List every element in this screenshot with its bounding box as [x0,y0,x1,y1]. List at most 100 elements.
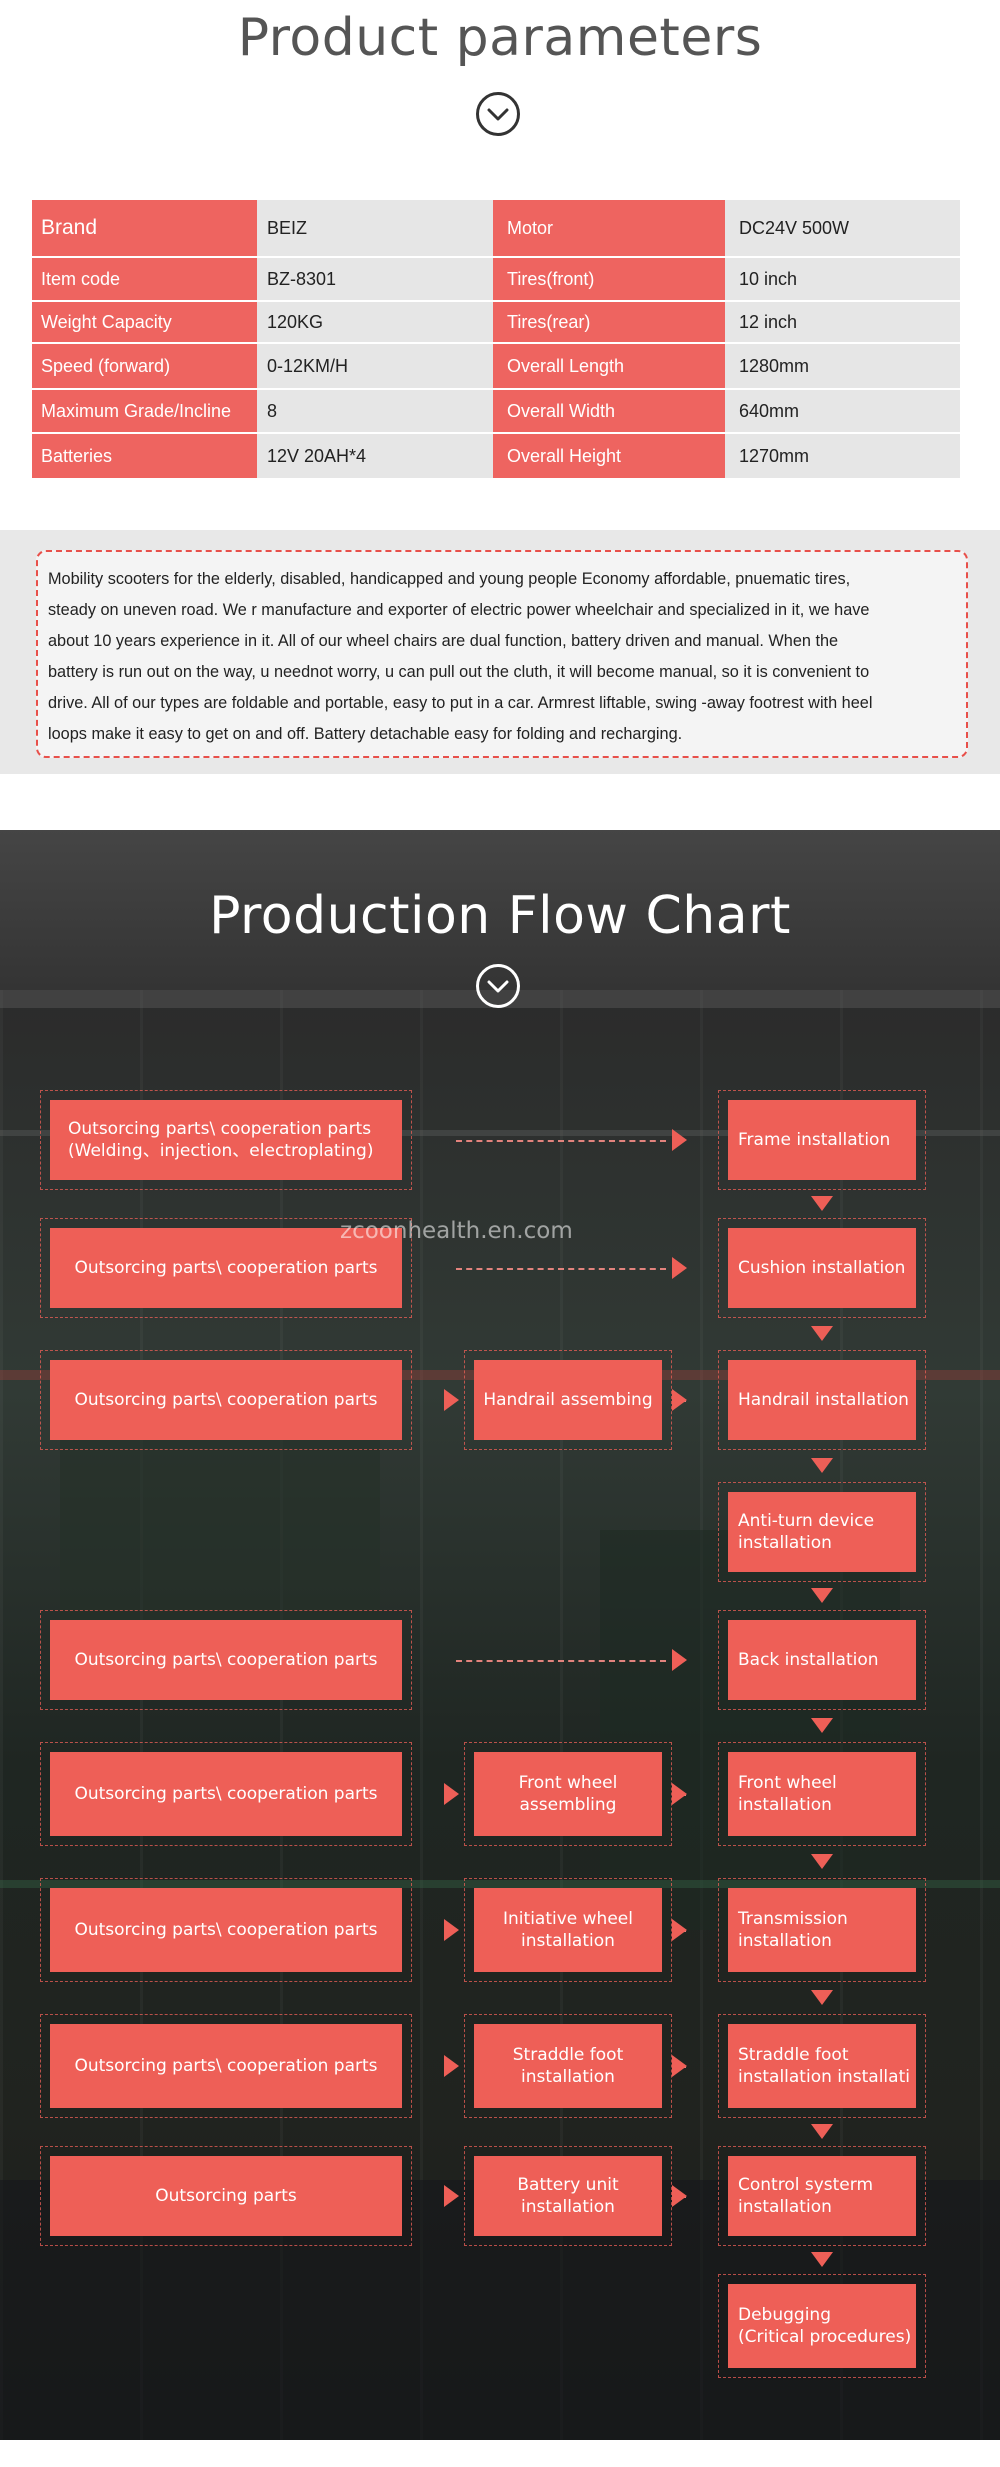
flow-arrow-down [811,2124,833,2139]
flow-step-target-frame [718,1742,926,1846]
description-line: battery is run out on the way, u neednot… [48,663,870,681]
flow-arrow-right [444,2185,459,2207]
watermark: zcoonhealth.en.com [340,1218,573,1244]
flow-step-source: Outsorcing parts\ cooperation parts [50,1228,402,1308]
flow-step-source-frame [40,1090,412,1190]
param-label: Tires(front) [493,258,725,300]
flow-arrow-down [811,1718,833,1733]
flow-arrow-right [672,1257,687,1279]
flow-step-middle-frame [464,2146,672,2246]
flow-arrow-right [444,1783,459,1805]
flow-arrow-right [672,1649,687,1671]
flow-step-source: Outsorcing parts\ cooperation parts [50,1888,402,1972]
param-value: 1270mm [725,434,960,478]
flow-step-source: Outsorcing parts\ cooperation parts [50,1620,402,1700]
flow-step-source-frame [40,1218,412,1318]
flow-step-target: Cushion installation [728,1228,916,1308]
param-label: Overall Length [493,344,725,388]
flow-arrow-down [811,1990,833,2005]
flow-step-target-frame [718,2274,926,2378]
param-label: Speed (forward) [32,344,257,388]
flow-step-middle-frame [464,1742,672,1846]
flow-step-target-frame [718,1878,926,1982]
flow-step-target: Straddle foot installation installati [728,2024,916,2108]
param-label: Motor [493,200,725,256]
flow-step-source-frame [40,1350,412,1450]
param-label: Brand [32,200,257,256]
param-label: Weight Capacity [32,302,257,342]
flow-step-source: Outsorcing parts\ cooperation parts [50,1360,402,1440]
flow-step-target-frame [718,2146,926,2246]
description-line: loops make it easy to get on and off. Ba… [48,725,683,743]
flow-step-source-frame [40,1878,412,1982]
flow-step-source-frame [40,2014,412,2118]
flow-step-middle: Battery unit installation [474,2156,662,2236]
param-value: 120KG [257,302,493,342]
flow-step-target: Control systerm installation [728,2156,916,2236]
flow-step-middle: Initiative wheel installation [474,1888,662,1972]
flow-step-middle: Front wheel assembling [474,1752,662,1836]
flow-connector [456,1140,666,1142]
flow-step-target-frame [718,1482,926,1582]
flow-arrow-right [672,1783,687,1805]
flow-arrow-right [672,1129,687,1151]
flow-step-middle: Straddle foot installation [474,2024,662,2108]
param-label: Batteries [32,434,257,478]
param-value: 10 inch [725,258,960,300]
param-value: 8 [257,390,493,432]
param-label: Overall Height [493,434,725,478]
flow-arrow-down [811,1854,833,1869]
param-value: 12 inch [725,302,960,342]
flow-step-target: Front wheel installation [728,1752,916,1836]
flow-connector [456,1268,666,1270]
param-label: Overall Width [493,390,725,432]
flow-step-middle: Handrail assembing [474,1360,662,1440]
description-line: about 10 years experience in it. All of … [48,632,839,650]
description-line: Mobility scooters for the elderly, disab… [48,570,851,588]
param-value: 640mm [725,390,960,432]
description-box: Mobility scooters for the elderly, disab… [36,550,968,758]
flow-arrow-down [811,1196,833,1211]
flow-step-target-frame [718,1218,926,1318]
param-value: BZ-8301 [257,258,493,300]
param-value: 1280mm [725,344,960,388]
flow-step-source: Outsorcing parts\ cooperation parts [50,2024,402,2108]
chevron-down-icon[interactable] [476,92,520,136]
flow-arrow-right [672,2185,687,2207]
flow-arrow-right [672,1389,687,1411]
flow-arrow-down [811,1326,833,1341]
flow-step-source: Outsorcing parts [50,2156,402,2236]
description-line: steady on uneven road. We r manufacture … [48,601,870,619]
flow-step-target: Frame installation [728,1100,916,1180]
param-label: Item code [32,258,257,300]
param-value: BEIZ [257,200,493,256]
flow-arrow-down [811,2252,833,2267]
flow-arrow-down [811,1458,833,1473]
param-value: 0-12KM/H [257,344,493,388]
flow-arrow-right [444,1919,459,1941]
chevron-down-icon[interactable] [476,964,520,1008]
flow-step-target-frame [718,1090,926,1190]
params-title: Product parameters [237,8,763,68]
description-line: drive. All of our types are foldable and… [48,694,873,712]
flow-connector [456,1660,666,1662]
param-label: Maximum Grade/Incline [32,390,257,432]
flow-arrow-right [444,1389,459,1411]
flow-arrow-right [444,2055,459,2077]
flow-step-target-frame [718,1610,926,1710]
flow-step-source-frame [40,1742,412,1846]
flow-step-target: Transmission installation [728,1888,916,1972]
flow-title: Production Flow Chart [209,886,791,946]
flow-step-source: Outsorcing parts\ cooperation parts [50,1752,402,1836]
flow-step-target-frame [718,1350,926,1450]
flow-arrow-right [672,2055,687,2077]
flow-step-target: Anti-turn device installation [728,1492,916,1572]
flow-step-target: Back installation [728,1620,916,1700]
flow-step-source-frame [40,1610,412,1710]
flow-arrow-down [811,1588,833,1603]
param-value: 12V 20AH*4 [257,434,493,478]
flow-step-middle-frame [464,1350,672,1450]
flow-step-middle-frame [464,1878,672,1982]
flow-step-source: Outsorcing parts\ cooperation parts (Wel… [50,1100,402,1180]
